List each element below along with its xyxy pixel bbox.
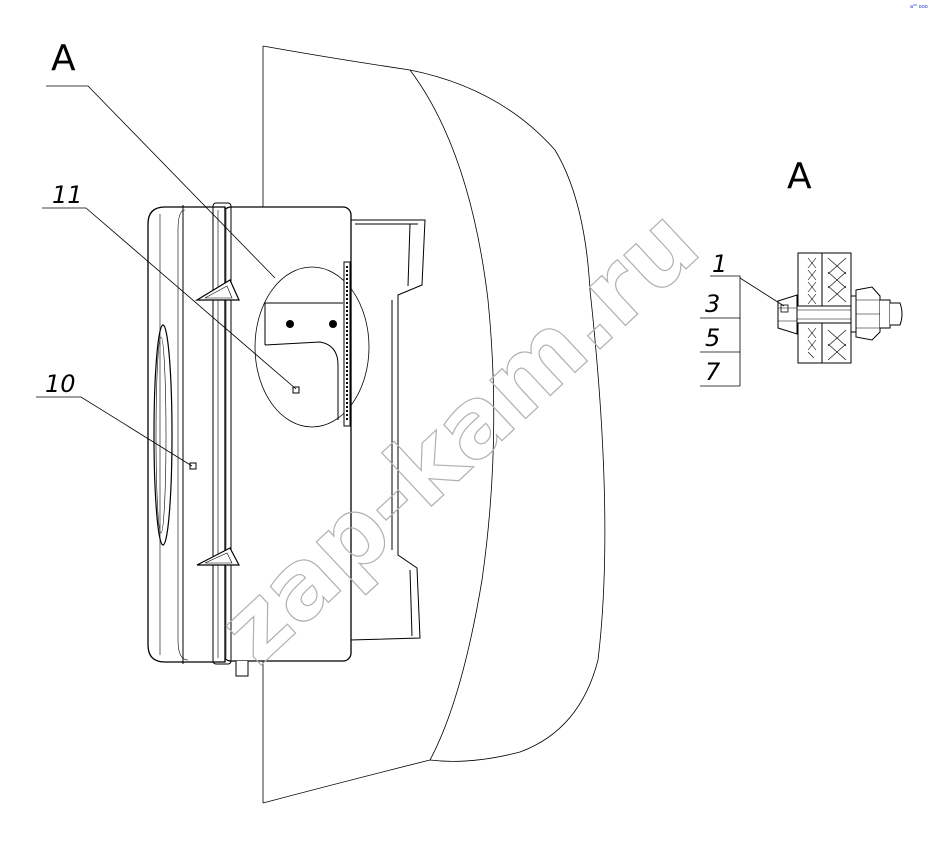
section-detail-a (777, 252, 903, 364)
mounting-bracket (349, 219, 426, 641)
callout-3: 3 (705, 290, 720, 318)
callout-7: 7 (705, 358, 721, 386)
callout-10: 10 (45, 370, 76, 398)
part-marker-11 (292, 386, 300, 394)
callout-5: 5 (705, 324, 720, 352)
lamp-lens (147, 205, 226, 664)
fastener-holes (286, 320, 337, 328)
view-label-main: A (51, 38, 76, 79)
corner-mark: a⁰⁰ ooo (910, 4, 928, 10)
detail-circle-a (254, 261, 370, 428)
leader-lines (36, 85, 297, 467)
callout-1: 1 (712, 250, 727, 278)
latch-clip-top (194, 279, 240, 301)
callout-11: 11 (52, 181, 83, 209)
part-marker-10 (189, 462, 197, 470)
detail-callout-leaders (700, 275, 785, 387)
latch-clip-bottom (196, 547, 240, 566)
housing-tab (235, 661, 249, 677)
view-label-detail: A (787, 156, 812, 197)
